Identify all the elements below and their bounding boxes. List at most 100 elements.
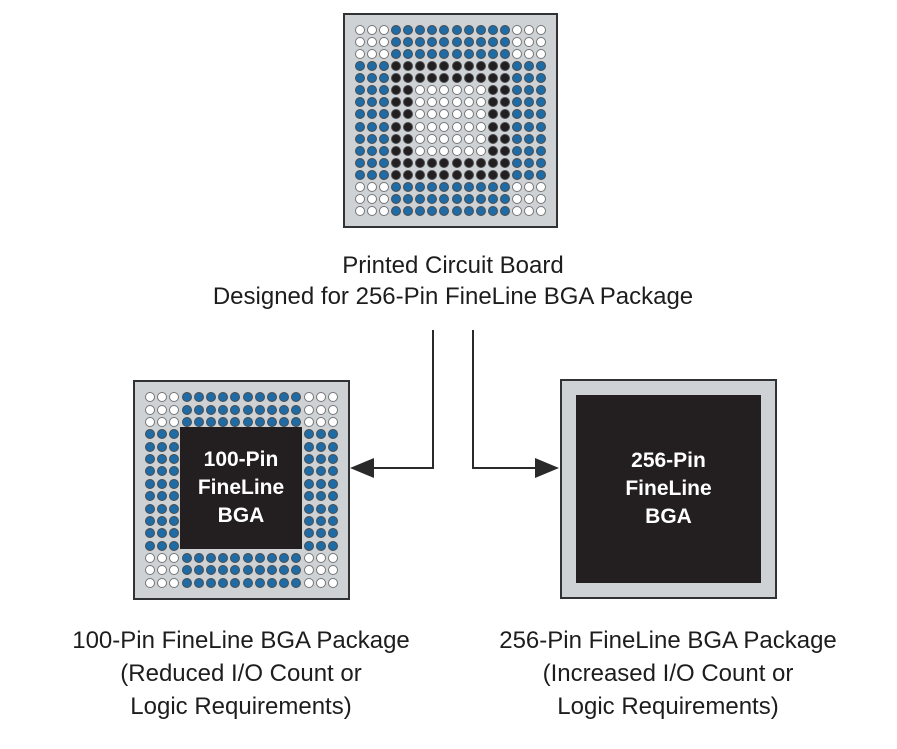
pad-cell <box>523 121 535 133</box>
open-pad-dot <box>327 553 338 564</box>
blue-ball-dot <box>403 205 414 216</box>
pad-cell <box>523 96 535 108</box>
black-ball-dot <box>463 157 474 168</box>
pad-cell <box>487 169 499 181</box>
pad-cell <box>451 96 463 108</box>
pad-cell <box>511 205 523 217</box>
blue-ball-dot <box>230 553 241 564</box>
pad-cell <box>302 465 314 477</box>
black-ball-dot <box>403 133 414 144</box>
pad-cell <box>168 403 180 415</box>
pad-cell <box>217 416 229 428</box>
pad-cell <box>327 577 339 589</box>
pad-cell <box>463 169 475 181</box>
pad-cell <box>463 193 475 205</box>
pad-cell <box>499 96 511 108</box>
pad-cell <box>451 48 463 60</box>
open-pad-dot <box>367 37 378 48</box>
pad-cell <box>414 121 426 133</box>
open-pad-dot <box>475 97 486 108</box>
blue-ball-dot <box>367 61 378 72</box>
blue-ball-dot <box>403 25 414 36</box>
blue-ball-dot <box>254 416 265 427</box>
blue-ball-dot <box>535 97 546 108</box>
pad-cell <box>302 428 314 440</box>
black-ball-dot <box>451 157 462 168</box>
pad-cell <box>535 72 547 84</box>
pad-cell <box>290 564 302 576</box>
black-ball-dot <box>415 61 426 72</box>
pad-cell <box>511 121 523 133</box>
chip-256pin-label-line3: BGA <box>645 505 692 528</box>
open-pad-dot <box>327 577 338 588</box>
open-pad-dot <box>315 392 326 403</box>
pad-cell <box>390 108 402 120</box>
blue-ball-dot <box>355 109 366 120</box>
black-ball-dot <box>391 145 402 156</box>
pad-cell <box>378 108 390 120</box>
pad-cell <box>511 108 523 120</box>
pad-cell <box>144 416 156 428</box>
black-ball-dot <box>499 61 510 72</box>
blue-ball-dot <box>242 553 253 564</box>
black-ball-dot <box>463 169 474 180</box>
blue-ball-dot <box>218 553 229 564</box>
pad-cell <box>217 391 229 403</box>
open-pad-dot <box>303 553 314 564</box>
open-pad-dot <box>535 25 546 36</box>
pad-cell <box>315 403 327 415</box>
pad-cell <box>535 108 547 120</box>
blue-ball-dot <box>279 416 290 427</box>
pad-cell <box>168 515 180 527</box>
pad-cell <box>302 453 314 465</box>
pad-cell <box>366 36 378 48</box>
pad-cell <box>535 60 547 72</box>
chip-256pin: 256-Pin FineLine BGA <box>576 395 761 583</box>
pad-cell <box>254 403 266 415</box>
blue-ball-dot <box>145 441 156 452</box>
pad-cell <box>475 157 487 169</box>
blue-ball-dot <box>315 491 326 502</box>
pad-cell <box>156 403 168 415</box>
blue-ball-dot <box>327 515 338 526</box>
open-pad-dot <box>535 49 546 60</box>
pad-cell <box>511 145 523 157</box>
pad-cell <box>354 24 366 36</box>
pad-cell <box>475 121 487 133</box>
blue-ball-dot <box>327 466 338 477</box>
open-pad-dot <box>303 416 314 427</box>
open-pad-dot <box>439 145 450 156</box>
chip-100pin-label-line2: FineLine <box>197 476 285 499</box>
pad-cell <box>378 169 390 181</box>
blue-ball-dot <box>487 193 498 204</box>
open-pad-dot <box>415 121 426 132</box>
pad-cell <box>451 193 463 205</box>
pad-cell <box>463 121 475 133</box>
pad-cell <box>475 181 487 193</box>
blue-ball-dot <box>475 37 486 48</box>
pad-cell <box>193 552 205 564</box>
pad-cell <box>511 96 523 108</box>
open-pad-dot <box>463 85 474 96</box>
pad-cell <box>402 96 414 108</box>
blue-ball-dot <box>218 565 229 576</box>
blue-ball-dot <box>193 416 204 427</box>
open-pad-dot <box>475 109 486 120</box>
open-pad-dot <box>379 181 390 192</box>
black-ball-dot <box>487 97 498 108</box>
pad-cell <box>327 490 339 502</box>
open-pad-dot <box>523 25 534 36</box>
blue-ball-dot <box>145 454 156 465</box>
blue-ball-dot <box>403 49 414 60</box>
pad-cell <box>451 145 463 157</box>
blue-ball-dot <box>266 565 277 576</box>
pad-cell <box>390 133 402 145</box>
pad-cell <box>205 416 217 428</box>
pad-cell <box>535 48 547 60</box>
pad-cell <box>438 121 450 133</box>
open-pad-dot <box>169 553 180 564</box>
blue-ball-dot <box>266 577 277 588</box>
black-ball-dot <box>451 73 462 84</box>
pad-cell <box>366 24 378 36</box>
pad-cell <box>181 577 193 589</box>
